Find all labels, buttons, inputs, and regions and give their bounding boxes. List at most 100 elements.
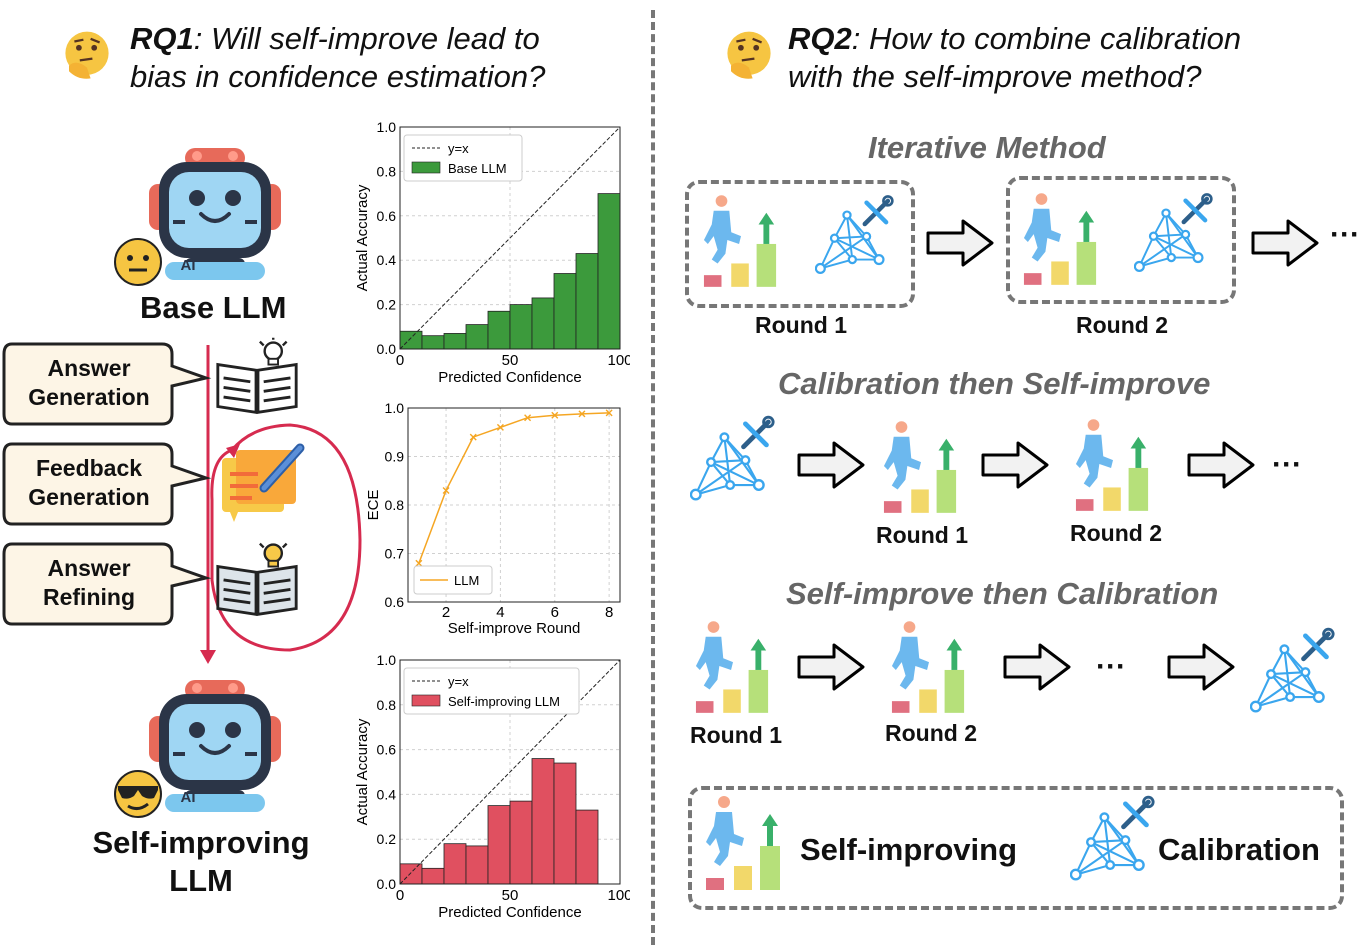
y-tick-label: 0.0 (377, 876, 397, 892)
right-arrow-icon (925, 218, 995, 268)
bar (509, 800, 533, 885)
x-tick-label: 50 (502, 352, 519, 369)
y-tick-label: 0.4 (377, 786, 397, 802)
bar (421, 335, 445, 350)
x-axis-label: Self-improve Round (448, 620, 581, 637)
y-tick-label: 0.4 (377, 252, 397, 268)
data-point (524, 414, 532, 422)
robot-icon (145, 672, 285, 812)
rq1-question: RQ1: Will self-improve lead to bias in c… (130, 20, 545, 96)
bar (531, 297, 555, 350)
x-tick-label: 100 (607, 887, 630, 904)
legend-label: LLM (454, 573, 479, 588)
bar (509, 304, 533, 350)
legend-label: y=x (448, 141, 469, 156)
x-tick-label: 2 (442, 604, 450, 621)
answer-generation-bubble (2, 342, 212, 426)
plot-frame (399, 659, 621, 885)
feedback-generation-bubble (2, 442, 212, 526)
bar (421, 867, 445, 885)
y-tick-label: 0.8 (377, 163, 397, 179)
legend-label: Base LLM (448, 161, 507, 176)
rq2-question-line1: : How to combine calibration (851, 21, 1242, 56)
climbing-steps-icon (882, 418, 960, 518)
right-arrow-icon (796, 440, 866, 490)
x-tick-label: 0 (396, 887, 404, 904)
right-arrow-icon (1002, 642, 1072, 692)
rq1-label: RQ1 (130, 21, 194, 56)
network-wrench-icon (815, 190, 895, 290)
bar (575, 809, 599, 885)
bar (575, 253, 599, 350)
climbing-steps-icon (1074, 416, 1152, 516)
right-arrow-icon (1250, 218, 1320, 268)
legend-marker (411, 694, 441, 707)
climbing-steps-icon (702, 192, 780, 292)
legend-calibration-label: Calibration (1158, 832, 1320, 867)
round-label: Round 2 (1070, 520, 1162, 546)
base-llm-label: Base LLM (140, 290, 287, 325)
neutral-face-icon (114, 238, 162, 286)
legend-box (403, 667, 580, 715)
round-label: Round 1 (876, 522, 968, 548)
network-wrench-icon (1134, 188, 1214, 288)
right-arrow-icon (1186, 440, 1256, 490)
thinking-face-icon (722, 28, 776, 82)
bar (399, 330, 423, 350)
right-arrow-icon (1166, 642, 1236, 692)
round-label: Round 1 (690, 722, 782, 748)
robot-icon (145, 140, 285, 280)
plot-frame (407, 407, 621, 603)
y-tick-label: 1.0 (385, 400, 405, 416)
network-wrench-icon (1070, 794, 1156, 894)
round-label: Round 2 (1076, 312, 1168, 338)
legend-self-improving-label: Self-improving (800, 832, 1018, 867)
y-tick-label: 0.2 (377, 831, 397, 847)
robot-badge: AI (180, 789, 196, 806)
book-lightbulb-icon (214, 538, 300, 618)
reference-line (399, 126, 621, 350)
data-point (442, 486, 450, 494)
legend-box (413, 565, 493, 595)
right-arrow-icon (980, 440, 1050, 490)
bar (531, 758, 555, 885)
x-tick-label: 4 (496, 604, 504, 621)
x-tick-label: 0 (396, 352, 404, 369)
bar (443, 333, 467, 350)
round-1-frame (685, 180, 915, 308)
x-tick-label: 50 (502, 887, 519, 904)
self-improve-then-calibration-title: Self-improve then Calibration (786, 576, 1219, 611)
data-point (551, 411, 559, 419)
bar (553, 762, 577, 885)
rq2-question-line2: with the self-improve method? (788, 59, 1202, 94)
cool-face-icon (114, 770, 162, 818)
y-tick-label: 1.0 (377, 119, 397, 135)
rq1-question-line1: : Will self-improve lead to (193, 21, 540, 56)
calibration-then-self-improve-title: Calibration then Self-improve (778, 366, 1211, 401)
y-tick-label: 0.6 (377, 742, 397, 758)
bar (487, 310, 511, 350)
y-tick-label: 0.7 (385, 546, 405, 562)
bar (465, 324, 489, 350)
iterative-method-title: Iterative Method (868, 130, 1106, 165)
bar (443, 843, 467, 885)
y-axis-label: Actual Accuracy (354, 718, 371, 825)
bar (553, 273, 577, 350)
section-divider (651, 10, 655, 945)
data-point (605, 409, 613, 417)
legend-label: Self-improving LLM (448, 694, 560, 709)
climbing-steps-icon (890, 618, 968, 718)
data-point (415, 559, 423, 567)
note-pencil-icon (222, 443, 305, 522)
bar (487, 805, 511, 885)
network-wrench-icon (1250, 626, 1336, 726)
book-lightbulb-icon (214, 336, 300, 416)
y-tick-label: 0.8 (377, 697, 397, 713)
data-point (496, 423, 504, 431)
round-2-frame (1006, 176, 1236, 304)
